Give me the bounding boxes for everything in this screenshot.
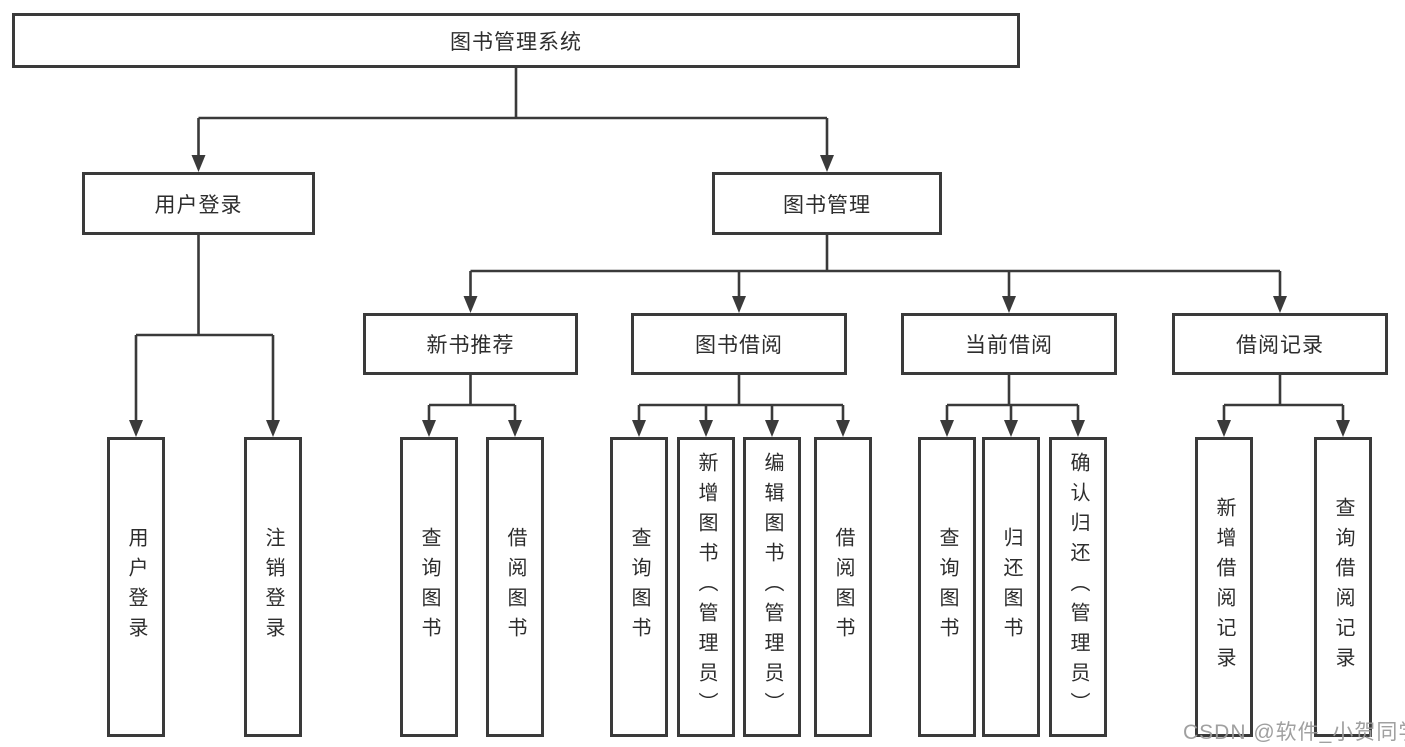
- leaf-label: 用户登录: [125, 527, 147, 647]
- leaf-label: 归还图书: [1000, 527, 1022, 647]
- leaf-edit-books-admin: 编辑图书（管理员）: [743, 437, 801, 737]
- leaf-label: 查询图书: [418, 527, 440, 647]
- node-book-management: 图书管理: [712, 172, 942, 235]
- node-current-borrow: 当前借阅: [901, 313, 1117, 375]
- leaf-label: 新增图书（管理员）: [695, 452, 717, 722]
- leaf-query-books-borrow: 查询图书: [610, 437, 668, 737]
- leaf-query-books-current: 查询图书: [918, 437, 976, 737]
- leaf-return-books: 归还图书: [982, 437, 1040, 737]
- leaf-label: 确认归还（管理员）: [1067, 452, 1089, 722]
- node-borrow-record: 借阅记录: [1172, 313, 1388, 375]
- leaf-confirm-return-admin: 确认归还（管理员）: [1049, 437, 1107, 737]
- leaf-query-books-recommend: 查询图书: [400, 437, 458, 737]
- leaf-borrow-books-recommend: 借阅图书: [486, 437, 544, 737]
- leaf-add-books-admin: 新增图书（管理员）: [677, 437, 735, 737]
- leaf-query-borrow-record: 查询借阅记录: [1314, 437, 1372, 737]
- leaf-label: 编辑图书（管理员）: [761, 452, 783, 722]
- csdn-watermark: CSDN @软件_小贺同学: [1183, 721, 1405, 744]
- leaf-add-borrow-record: 新增借阅记录: [1195, 437, 1253, 737]
- leaf-label: 借阅图书: [504, 527, 526, 647]
- leaf-borrow-books: 借阅图书: [814, 437, 872, 737]
- leaf-label: 注销登录: [262, 527, 284, 647]
- leaf-label: 查询图书: [628, 527, 650, 647]
- node-book-borrow: 图书借阅: [631, 313, 847, 375]
- leaf-logout: 注销登录: [244, 437, 302, 737]
- node-user-login: 用户登录: [82, 172, 315, 235]
- node-library-management-system: 图书管理系统: [12, 13, 1020, 68]
- leaf-label: 查询借阅记录: [1332, 497, 1354, 677]
- node-new-book-recommend: 新书推荐: [363, 313, 578, 375]
- leaf-label: 查询图书: [936, 527, 958, 647]
- leaf-label: 新增借阅记录: [1213, 497, 1235, 677]
- leaf-label: 借阅图书: [832, 527, 854, 647]
- leaf-user-login: 用户登录: [107, 437, 165, 737]
